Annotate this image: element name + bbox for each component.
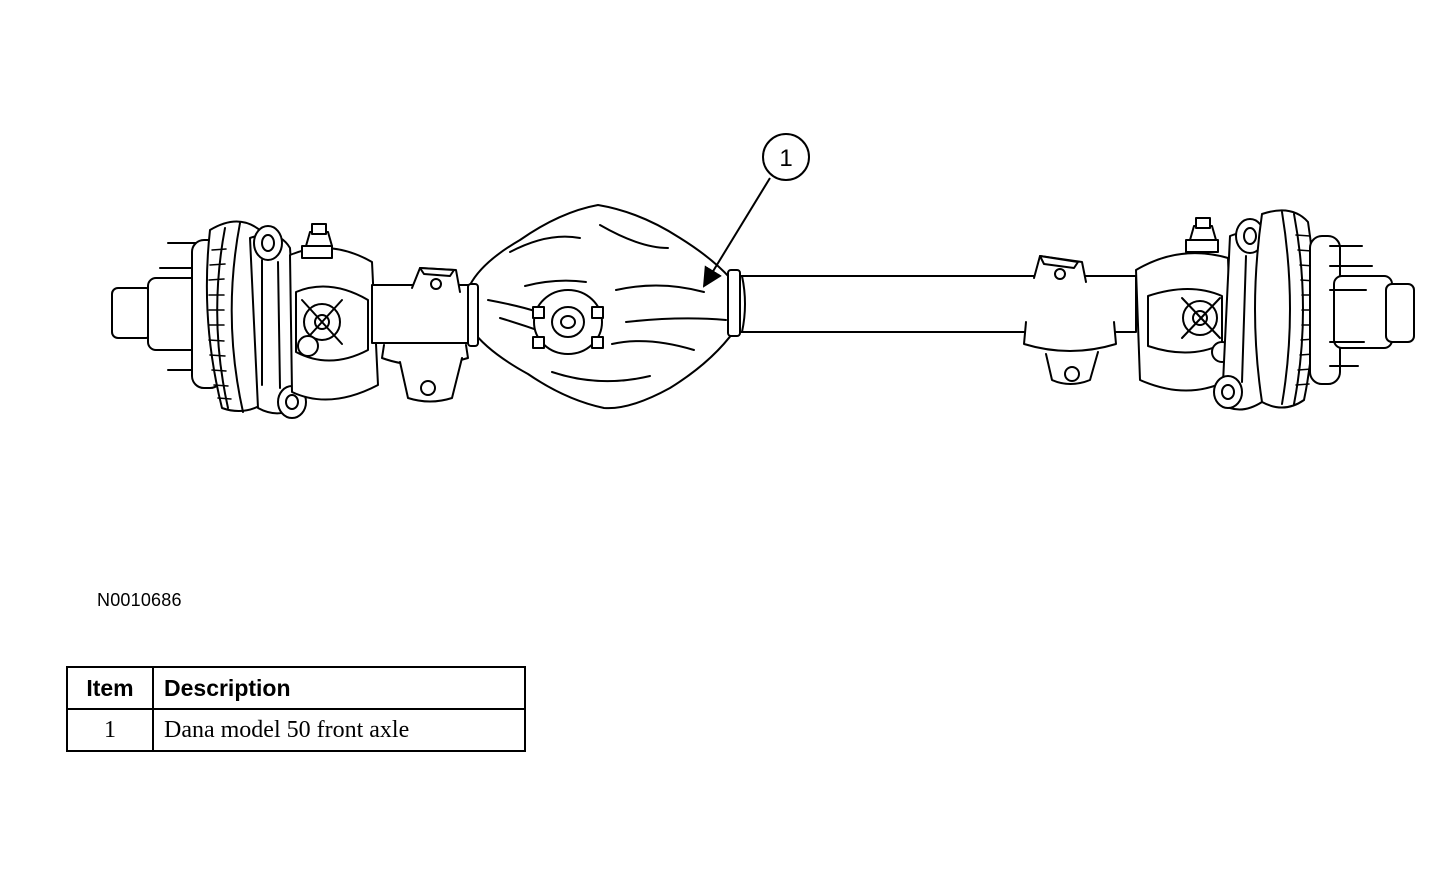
- axle-illustration: 1: [111, 133, 1415, 419]
- left-wheel-hub: [111, 239, 223, 389]
- legend-header-description: Description: [152, 666, 526, 710]
- figure-id: N0010686: [97, 590, 182, 610]
- differential-housing: [467, 204, 741, 410]
- right-brake-rotor: [1254, 209, 1317, 409]
- callout-number: 1: [779, 145, 792, 172]
- right-wheel-hub: [1309, 235, 1415, 385]
- right-axle-tube: [739, 255, 1137, 385]
- legend-item-description: Dana model 50 front axle: [152, 708, 526, 752]
- left-steering-yoke: [289, 223, 379, 401]
- legend-header-item: Item: [66, 666, 154, 710]
- left-axle-tube: [371, 267, 479, 403]
- legend-header-row: Item Description: [66, 666, 526, 710]
- legend-item-number: 1: [66, 708, 154, 752]
- legend-table: Item Description 1 Dana model 50 front a…: [66, 666, 526, 752]
- right-steering-yoke: [1135, 217, 1233, 392]
- callout-1: 1: [702, 133, 810, 288]
- table-row: 1 Dana model 50 front axle: [66, 708, 526, 752]
